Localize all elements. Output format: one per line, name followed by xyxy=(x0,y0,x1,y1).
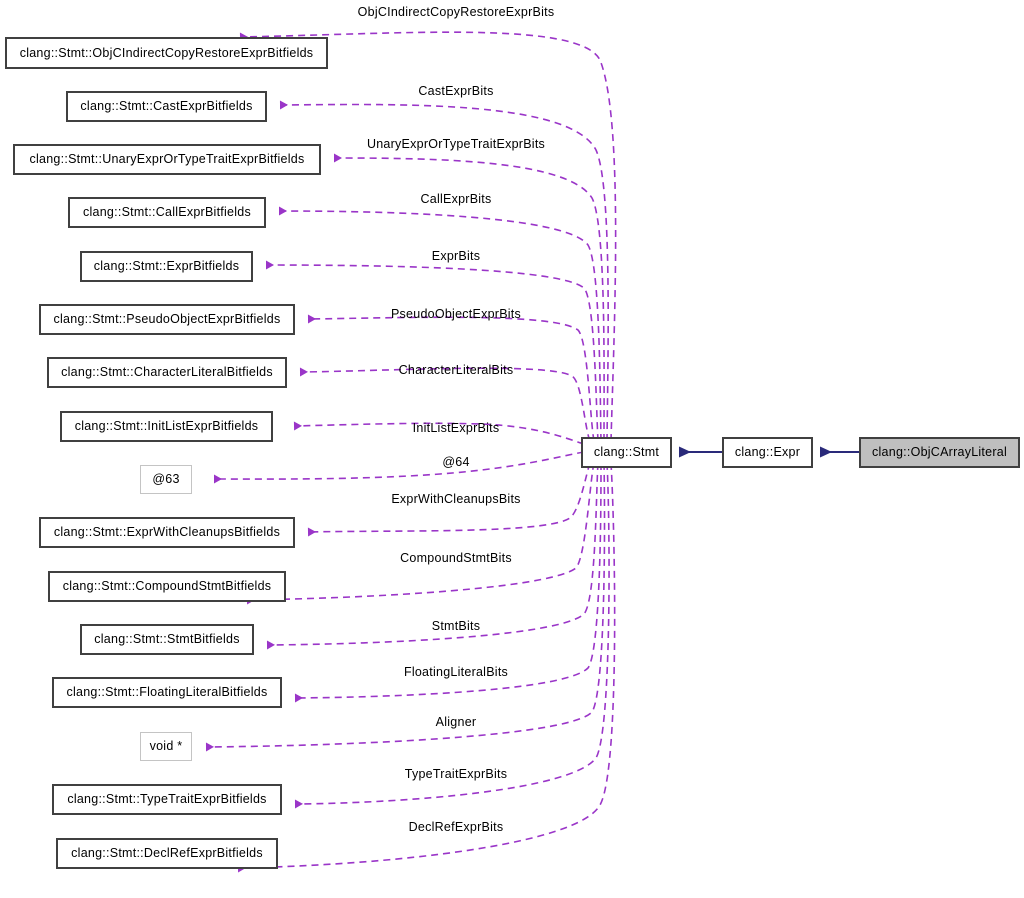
class-node-characterliteral[interactable]: clang::Stmt::CharacterLiteralBitfields xyxy=(48,358,286,387)
edge-label-lbl-declref: DeclRefExprBits xyxy=(408,819,504,834)
class-node-label: clang::Stmt::ExprBitfields xyxy=(93,259,240,274)
class-node-label: @63 xyxy=(152,472,180,487)
class-node-label: clang::Stmt::PseudoObjectExprBitfields xyxy=(53,312,281,327)
edge-label-lbl-aligner: Aligner xyxy=(435,714,477,729)
class-node-label: clang::Stmt::CharacterLiteralBitfields xyxy=(61,365,273,380)
class-node-label: clang::Stmt::ObjCIndirectCopyRestoreExpr… xyxy=(19,45,314,60)
class-node-callexpr[interactable]: clang::Stmt::CallExprBitfields xyxy=(69,198,265,227)
class-node-stmt[interactable]: clang::Stmt xyxy=(582,438,671,467)
edge-label-lbl-castexpr: CastExprBits xyxy=(418,83,494,98)
edge-label-lbl-unaryexpr: UnaryExprOrTypeTraitExprBits xyxy=(366,136,546,151)
class-node-label: clang::Stmt::StmtBitfields xyxy=(94,632,240,647)
edge-label-lbl-stmtbits: StmtBits xyxy=(431,618,481,633)
edge-label-lbl-objcindirect: ObjCIndirectCopyRestoreExprBits xyxy=(357,4,555,19)
class-node-label: clang::Expr xyxy=(734,445,801,460)
edge-label-lbl-pseudoobject: PseudoObjectExprBits xyxy=(390,306,522,321)
edge-label-lbl-typetrait: TypeTraitExprBits xyxy=(404,766,508,781)
class-node-floatingliteral[interactable]: clang::Stmt::FloatingLiteralBitfields xyxy=(53,678,281,707)
class-node-voidptr[interactable]: void * xyxy=(140,732,192,761)
usage-edge-e-callexpr xyxy=(278,206,602,442)
class-node-compoundstmt[interactable]: clang::Stmt::CompoundStmtBitfields xyxy=(49,572,285,601)
class-node-expr_bf[interactable]: clang::Stmt::ExprBitfields xyxy=(81,252,252,281)
class-node-objcindirectcopyrestore[interactable]: clang::Stmt::ObjCIndirectCopyRestoreExpr… xyxy=(6,38,327,68)
class-node-label: clang::ObjCArrayLiteral xyxy=(872,445,1007,460)
usage-edge-e-expr xyxy=(265,260,599,442)
class-node-typetraitexpr[interactable]: clang::Stmt::TypeTraitExprBitfields xyxy=(53,785,281,814)
class-node-exprwithcleanups[interactable]: clang::Stmt::ExprWithCleanupsBitfields xyxy=(40,518,294,547)
class-node-declrefexpr[interactable]: clang::Stmt::DeclRefExprBitfields xyxy=(57,839,277,868)
class-node-castexpr[interactable]: clang::Stmt::CastExprBitfields xyxy=(67,92,266,121)
class-node-at63[interactable]: @63 xyxy=(140,465,192,494)
class-node-initlistexpr[interactable]: clang::Stmt::InitListExprBitfields xyxy=(61,412,272,441)
usage-edge-e-castexpr xyxy=(279,100,609,442)
class-node-label: clang::Stmt::DeclRefExprBitfields xyxy=(71,846,263,861)
class-node-label: clang::Stmt::CastExprBitfields xyxy=(80,99,253,114)
edge-label-lbl-at64: @64 xyxy=(442,454,470,469)
class-node-label: clang::Stmt::CompoundStmtBitfields xyxy=(62,579,272,594)
class-node-unaryexprortypetrait[interactable]: clang::Stmt::UnaryExprOrTypeTraitExprBit… xyxy=(14,145,320,174)
class-node-label: clang::Stmt::CallExprBitfields xyxy=(83,205,251,220)
edge-label-lbl-expr: ExprBits xyxy=(431,248,481,263)
class-node-stmt_bf[interactable]: clang::Stmt::StmtBitfields xyxy=(81,625,253,654)
class-node-label: clang::Stmt::FloatingLiteralBitfields xyxy=(66,685,268,700)
usage-edge-e-typetrait xyxy=(294,462,610,809)
class-node-label: clang::Stmt::TypeTraitExprBitfields xyxy=(67,792,267,807)
class-node-expr[interactable]: clang::Expr xyxy=(723,438,812,467)
class-node-objcarrayliteral[interactable]: clang::ObjCArrayLiteral xyxy=(860,438,1019,467)
edge-label-lbl-callexpr: CallExprBits xyxy=(420,191,492,206)
edge-label-lbl-compoundstmt: CompoundStmtBits xyxy=(400,550,512,565)
edge-label-lbl-characterlit: CharacterLiteralBits xyxy=(398,362,514,377)
class-node-label: clang::Stmt::UnaryExprOrTypeTraitExprBit… xyxy=(29,152,305,167)
class-node-pseudoobjectexpr[interactable]: clang::Stmt::PseudoObjectExprBitfields xyxy=(40,305,294,334)
usage-edge-e-at64 xyxy=(213,451,585,484)
class-node-label: clang::Stmt::ExprWithCleanupsBitfields xyxy=(53,525,281,540)
edge-label-lbl-initlist: InitListExprBits xyxy=(412,420,500,435)
edge-label-lbl-floatlit: FloatingLiteralBits xyxy=(403,664,509,679)
edge-label-lbl-exprcleanups: ExprWithCleanupsBits xyxy=(391,491,521,506)
usage-edge-e-compoundstmt xyxy=(246,462,595,605)
class-node-label: clang::Stmt xyxy=(593,445,660,460)
class-node-label: void * xyxy=(149,739,183,754)
class-node-label: clang::Stmt::InitListExprBitfields xyxy=(74,419,259,434)
